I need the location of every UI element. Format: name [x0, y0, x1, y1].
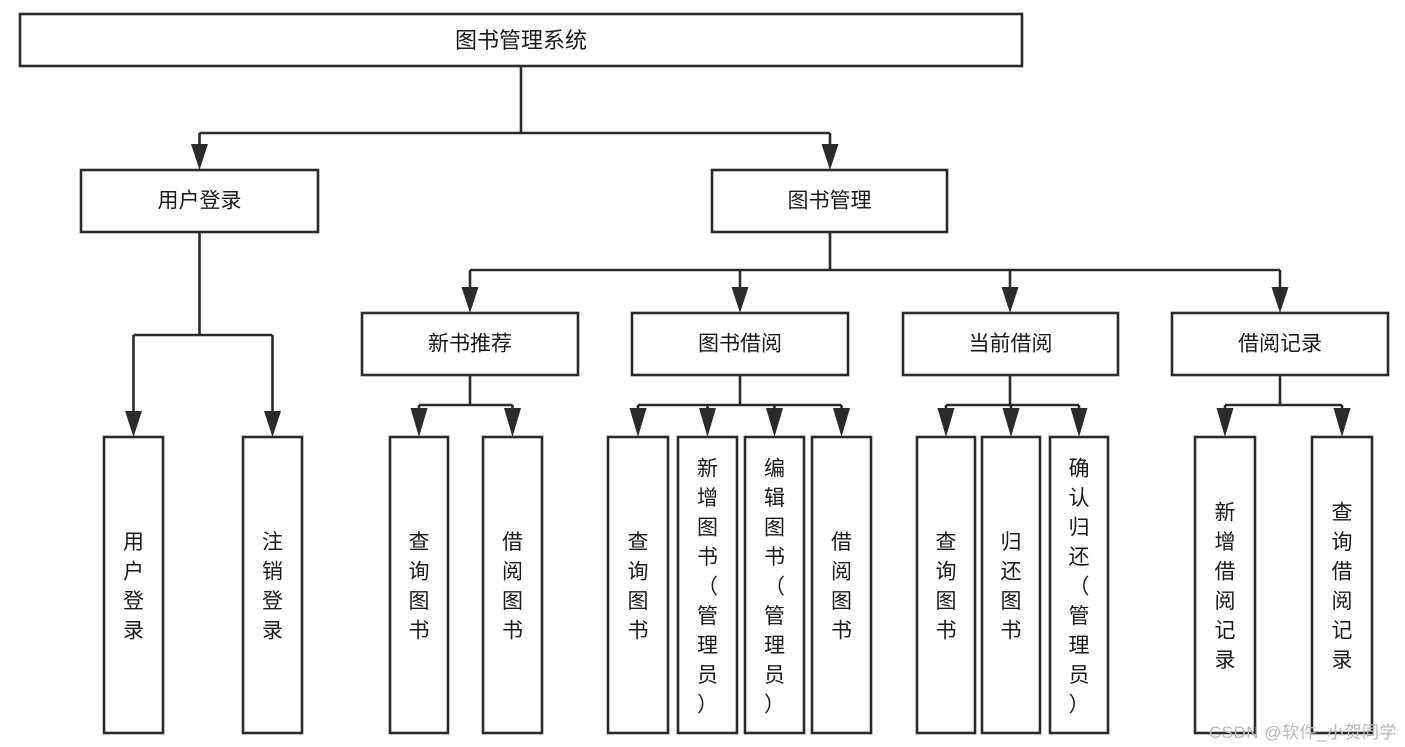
leaf-node-user-login-box[interactable]: [102, 435, 165, 735]
arrow-head-leaf-query-record: [1333, 408, 1351, 437]
arrow-head-new-book-rec: [461, 287, 479, 313]
leaf-node-add-borrow-record-box[interactable]: [1193, 435, 1257, 735]
arrow-head-leaf-add-record: [1216, 408, 1234, 437]
leaf-node-query-book-2[interactable]: 查询图书: [606, 435, 670, 735]
leaf-node-query-book-1-box[interactable]: [388, 435, 450, 735]
node-borrow-record[interactable]: 借阅记录: [1170, 311, 1390, 377]
leaf-node-confirm-return-admin-label: 确认归还（管理员）: [1069, 457, 1090, 716]
connector-layer: [125, 66, 1351, 437]
leaf-node-borrow-book-1[interactable]: 借阅图书: [481, 435, 544, 735]
leaf-node-user-login[interactable]: 用户登录: [102, 435, 165, 735]
leaf-node-borrow-book-1-label: 借阅图书: [502, 531, 523, 643]
node-new-book-recommend-label: 新书推荐: [428, 333, 512, 356]
arrow-head-borrow-record: [1271, 287, 1289, 313]
leaf-node-query-borrow-record-box[interactable]: [1310, 435, 1374, 735]
node-user-login[interactable]: 用户登录: [79, 168, 320, 234]
arrow-head-leaf-return-book: [1002, 408, 1020, 437]
node-root[interactable]: 图书管理系统: [18, 12, 1024, 68]
leaf-node-query-book-2-label: 查询图书: [628, 531, 649, 643]
node-borrow-record-label: 借阅记录: [1238, 333, 1322, 356]
leaf-node-edit-book-admin[interactable]: 编辑图书（管理员）: [743, 435, 806, 735]
node-book-management[interactable]: 图书管理: [710, 168, 949, 234]
arrow-head-leaf-query-book-1: [410, 408, 428, 437]
node-book-borrow-box[interactable]: [630, 311, 850, 377]
node-new-book-recommend[interactable]: 新书推荐: [360, 311, 580, 377]
leaf-node-confirm-return-admin-box[interactable]: [1048, 435, 1110, 735]
leaf-node-logout[interactable]: 注销登录: [241, 435, 304, 735]
leaf-node-edit-book-admin-box[interactable]: [743, 435, 806, 735]
leaf-node-add-borrow-record[interactable]: 新增借阅记录: [1193, 435, 1257, 735]
leaf-node-query-book-3-label: 查询图书: [936, 531, 957, 643]
node-current-borrow[interactable]: 当前借阅: [901, 311, 1120, 377]
leaf-nodes-layer: 用户登录 注销登录 查询图书 借阅图书 查询图书 新增图书（管理员）: [102, 435, 1374, 735]
leaf-node-borrow-book-2[interactable]: 借阅图书: [810, 435, 873, 735]
arrow-head-leaf-query-book-2: [629, 408, 647, 437]
node-current-borrow-label: 当前借阅: [969, 333, 1053, 356]
arrow-head-leaf-confirm-return: [1070, 408, 1088, 437]
leaf-node-query-book-3-box[interactable]: [915, 435, 977, 735]
leaf-node-edit-book-admin-label: 编辑图书（管理员）: [764, 457, 785, 716]
arrow-head-leaf-add-book: [699, 408, 716, 437]
node-user-login-box[interactable]: [79, 168, 320, 234]
arrow-head-leaf-borrow-book-1: [504, 408, 521, 437]
leaf-node-add-book-admin[interactable]: 新增图书（管理员）: [676, 435, 739, 735]
leaf-node-query-borrow-record[interactable]: 查询借阅记录: [1310, 435, 1374, 735]
node-user-login-label: 用户登录: [158, 190, 242, 213]
leaf-node-query-book-2-box[interactable]: [606, 435, 670, 735]
arrow-head-leaf-logout: [264, 411, 281, 437]
arrow-head-book-mgmt: [821, 144, 839, 170]
leaf-node-logout-box[interactable]: [241, 435, 304, 735]
leaf-node-borrow-book-2-label: 借阅图书: [831, 531, 852, 643]
node-root-box[interactable]: [18, 12, 1024, 68]
leaf-node-query-borrow-record-label: 查询借阅记录: [1332, 502, 1353, 673]
node-current-borrow-box[interactable]: [901, 311, 1120, 377]
leaf-node-borrow-book-1-box[interactable]: [481, 435, 544, 735]
leaf-node-query-book-3[interactable]: 查询图书: [915, 435, 977, 735]
arrow-head-current-borrow: [1001, 287, 1019, 313]
arrow-head-user-login: [191, 144, 208, 170]
leaf-node-return-book-label: 归还图书: [1001, 531, 1022, 643]
leaf-node-add-book-admin-label: 新增图书（管理员）: [697, 457, 718, 716]
node-book-management-box[interactable]: [710, 168, 949, 234]
arrow-head-leaf-user-login: [125, 411, 142, 437]
leaf-node-borrow-book-2-box[interactable]: [810, 435, 873, 735]
arrow-head-leaf-edit-book: [766, 408, 783, 437]
leaf-node-confirm-return-admin[interactable]: 确认归还（管理员）: [1048, 435, 1110, 735]
arrow-head-book-borrow: [731, 287, 749, 313]
node-book-management-label: 图书管理: [788, 190, 872, 213]
node-book-borrow-label: 图书借阅: [698, 333, 782, 356]
leaf-node-logout-label: 注销登录: [262, 531, 283, 643]
leaf-node-query-book-1[interactable]: 查询图书: [388, 435, 450, 735]
node-borrow-record-box[interactable]: [1170, 311, 1390, 377]
csdn-watermark: CSDN @软件_小贺同学: [1208, 723, 1397, 742]
leaf-node-return-book-box[interactable]: [980, 435, 1042, 735]
node-book-borrow[interactable]: 图书借阅: [630, 311, 850, 377]
arrow-head-leaf-borrow-book-2: [833, 408, 850, 437]
leaf-node-add-borrow-record-label: 新增借阅记录: [1215, 502, 1236, 673]
leaf-node-user-login-label: 用户登录: [123, 531, 144, 643]
node-new-book-recommend-box[interactable]: [360, 311, 580, 377]
leaf-node-return-book[interactable]: 归还图书: [980, 435, 1042, 735]
leaf-node-query-book-1-label: 查询图书: [409, 531, 430, 643]
node-root-label: 图书管理系统: [455, 28, 587, 53]
leaf-node-add-book-admin-box[interactable]: [676, 435, 739, 735]
arrow-head-leaf-query-book-3: [937, 408, 955, 437]
